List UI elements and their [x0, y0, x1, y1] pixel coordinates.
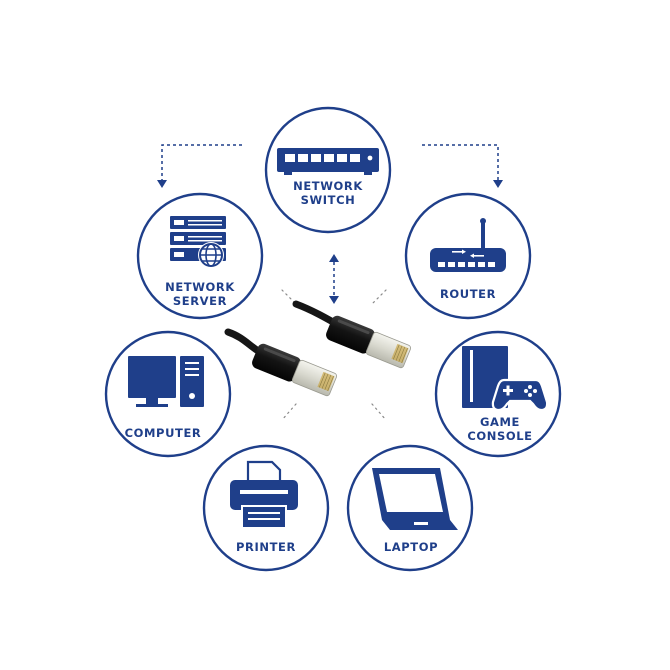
ethernet-cable-image [224, 300, 412, 397]
network-server-label-line1: NETWORK [165, 280, 235, 294]
computer-label: COMPUTER [125, 426, 202, 440]
dotted-line-to-router [371, 289, 387, 305]
node-laptop: LAPTOP [346, 444, 474, 572]
network-switch-label-line2: SWITCH [301, 193, 356, 207]
network-server-label-line2: SERVER [173, 294, 227, 308]
laptop-icon [372, 468, 458, 530]
network-switch-icon [277, 148, 379, 175]
desktop-computer-icon [128, 356, 204, 407]
server-icon [170, 216, 226, 268]
game-console-label-line1: GAME [480, 415, 520, 429]
game-console-icon [462, 346, 549, 412]
node-printer: PRINTER [202, 444, 330, 572]
router-icon [430, 218, 506, 272]
dotted-line-to-laptop [371, 403, 387, 421]
node-network-server: NETWORK SERVER [136, 192, 264, 320]
printer-label: PRINTER [236, 540, 296, 554]
laptop-label: LAPTOP [384, 540, 438, 554]
dotted-line-to-printer [281, 403, 297, 421]
connector-switch-to-router [422, 144, 503, 188]
node-network-switch: NETWORK SWITCH [264, 106, 392, 234]
node-game-console: GAME CONSOLE [434, 330, 562, 458]
network-switch-label-line1: NETWORK [293, 179, 363, 193]
router-label: ROUTER [440, 287, 496, 301]
game-console-label-line2: CONSOLE [467, 429, 532, 443]
printer-icon [230, 460, 298, 529]
node-router: ROUTER [404, 192, 532, 320]
connector-switch-to-cable [329, 254, 339, 304]
connector-switch-to-server [157, 144, 242, 188]
node-computer: COMPUTER [104, 330, 232, 458]
